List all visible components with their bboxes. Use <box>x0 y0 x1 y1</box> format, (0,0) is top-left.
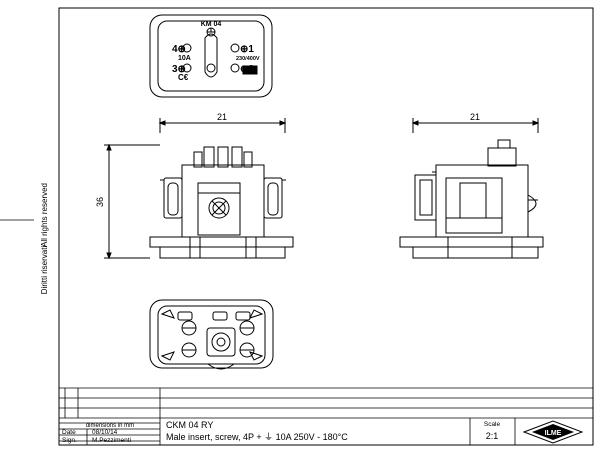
rating-text: 10A <box>178 55 191 62</box>
terminal-view <box>149 299 274 370</box>
sign-label: Sign. <box>62 437 77 444</box>
pin3-label: 3⊕ <box>172 64 186 75</box>
rights-reserved-text: All rights reserved <box>40 183 49 247</box>
pin1-label: ⊕1 <box>240 44 254 55</box>
sign-value: M.Pezzimenti <box>92 437 131 444</box>
front-model-text: KM 04 <box>201 21 222 28</box>
ce-mark: C€ <box>178 73 189 82</box>
rights-reserved-it-text: Diritti riservati <box>40 246 49 295</box>
ilme-logo: ILME <box>522 420 584 444</box>
pin2-label: ⊕2 <box>240 64 254 75</box>
part-description: Male insert, screw, 4P + ⏚ 10A 250V - 18… <box>166 432 348 442</box>
side-view-left <box>104 118 294 260</box>
front-face-outline <box>149 14 273 98</box>
dimensions-note: dimensions in mm <box>86 423 134 429</box>
logo-text: ILME <box>545 430 562 437</box>
drawing-frame <box>58 7 594 446</box>
scale-value: 2:1 <box>486 431 499 441</box>
front-face-inner <box>157 20 265 92</box>
scale-label: Scale <box>484 421 501 428</box>
date-label: Date <box>62 429 76 436</box>
dimension-width-right: 21 <box>470 112 480 122</box>
dimension-width-left: 21 <box>217 112 227 122</box>
title-block <box>59 387 593 445</box>
dimension-height: 36 <box>95 197 105 207</box>
side-view-right <box>399 118 544 259</box>
voltage-text: 230/400V <box>236 56 260 62</box>
terminal-outline <box>149 299 274 369</box>
pin4-label: 4⊕ <box>172 44 186 55</box>
front-face-view <box>149 14 273 98</box>
part-code: CKM 04 RY <box>166 420 213 430</box>
date-value: 08/10/14 <box>92 429 118 436</box>
